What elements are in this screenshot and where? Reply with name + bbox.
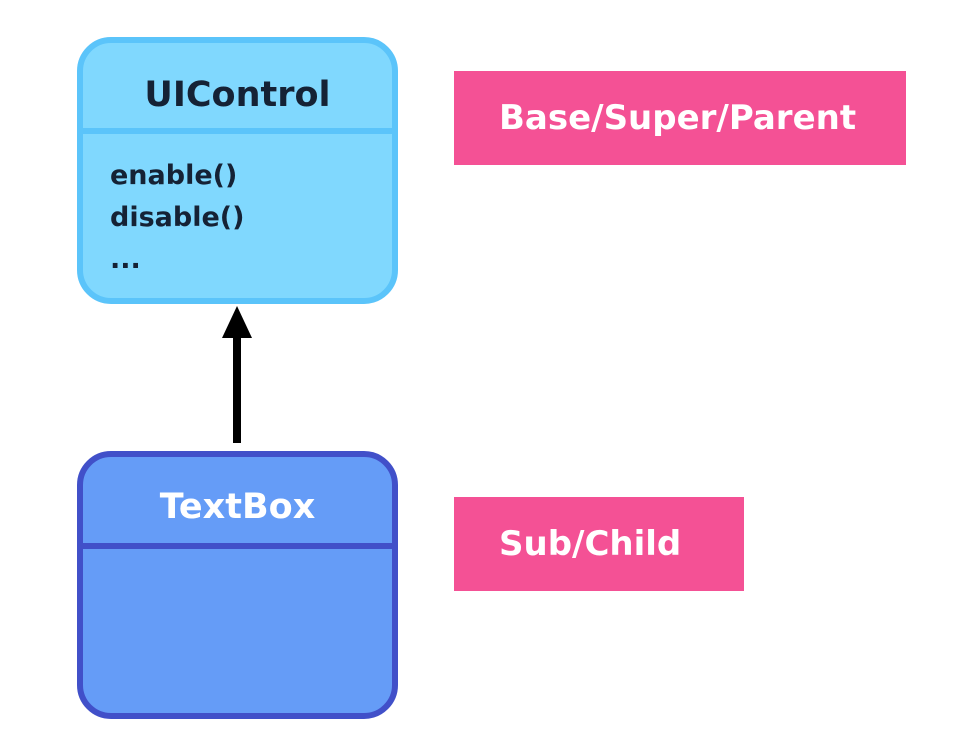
child-role-label: Sub/Child <box>454 497 744 591</box>
parent-role-label: Base/Super/Parent <box>454 71 906 165</box>
method-disable: disable() <box>110 202 245 233</box>
parent-class-box: UIControl enable() disable() ... <box>77 37 398 304</box>
arrow-head <box>222 306 252 338</box>
parent-class-name: UIControl <box>144 75 331 115</box>
parent-class-methods: enable() disable() ... <box>110 155 244 281</box>
method-enable: enable() <box>110 160 238 191</box>
child-class-divider <box>83 543 392 549</box>
child-class-name: TextBox <box>159 487 316 527</box>
parent-class-divider <box>83 128 392 134</box>
method-ellipsis: ... <box>110 244 141 275</box>
child-class-box: TextBox <box>77 451 398 719</box>
